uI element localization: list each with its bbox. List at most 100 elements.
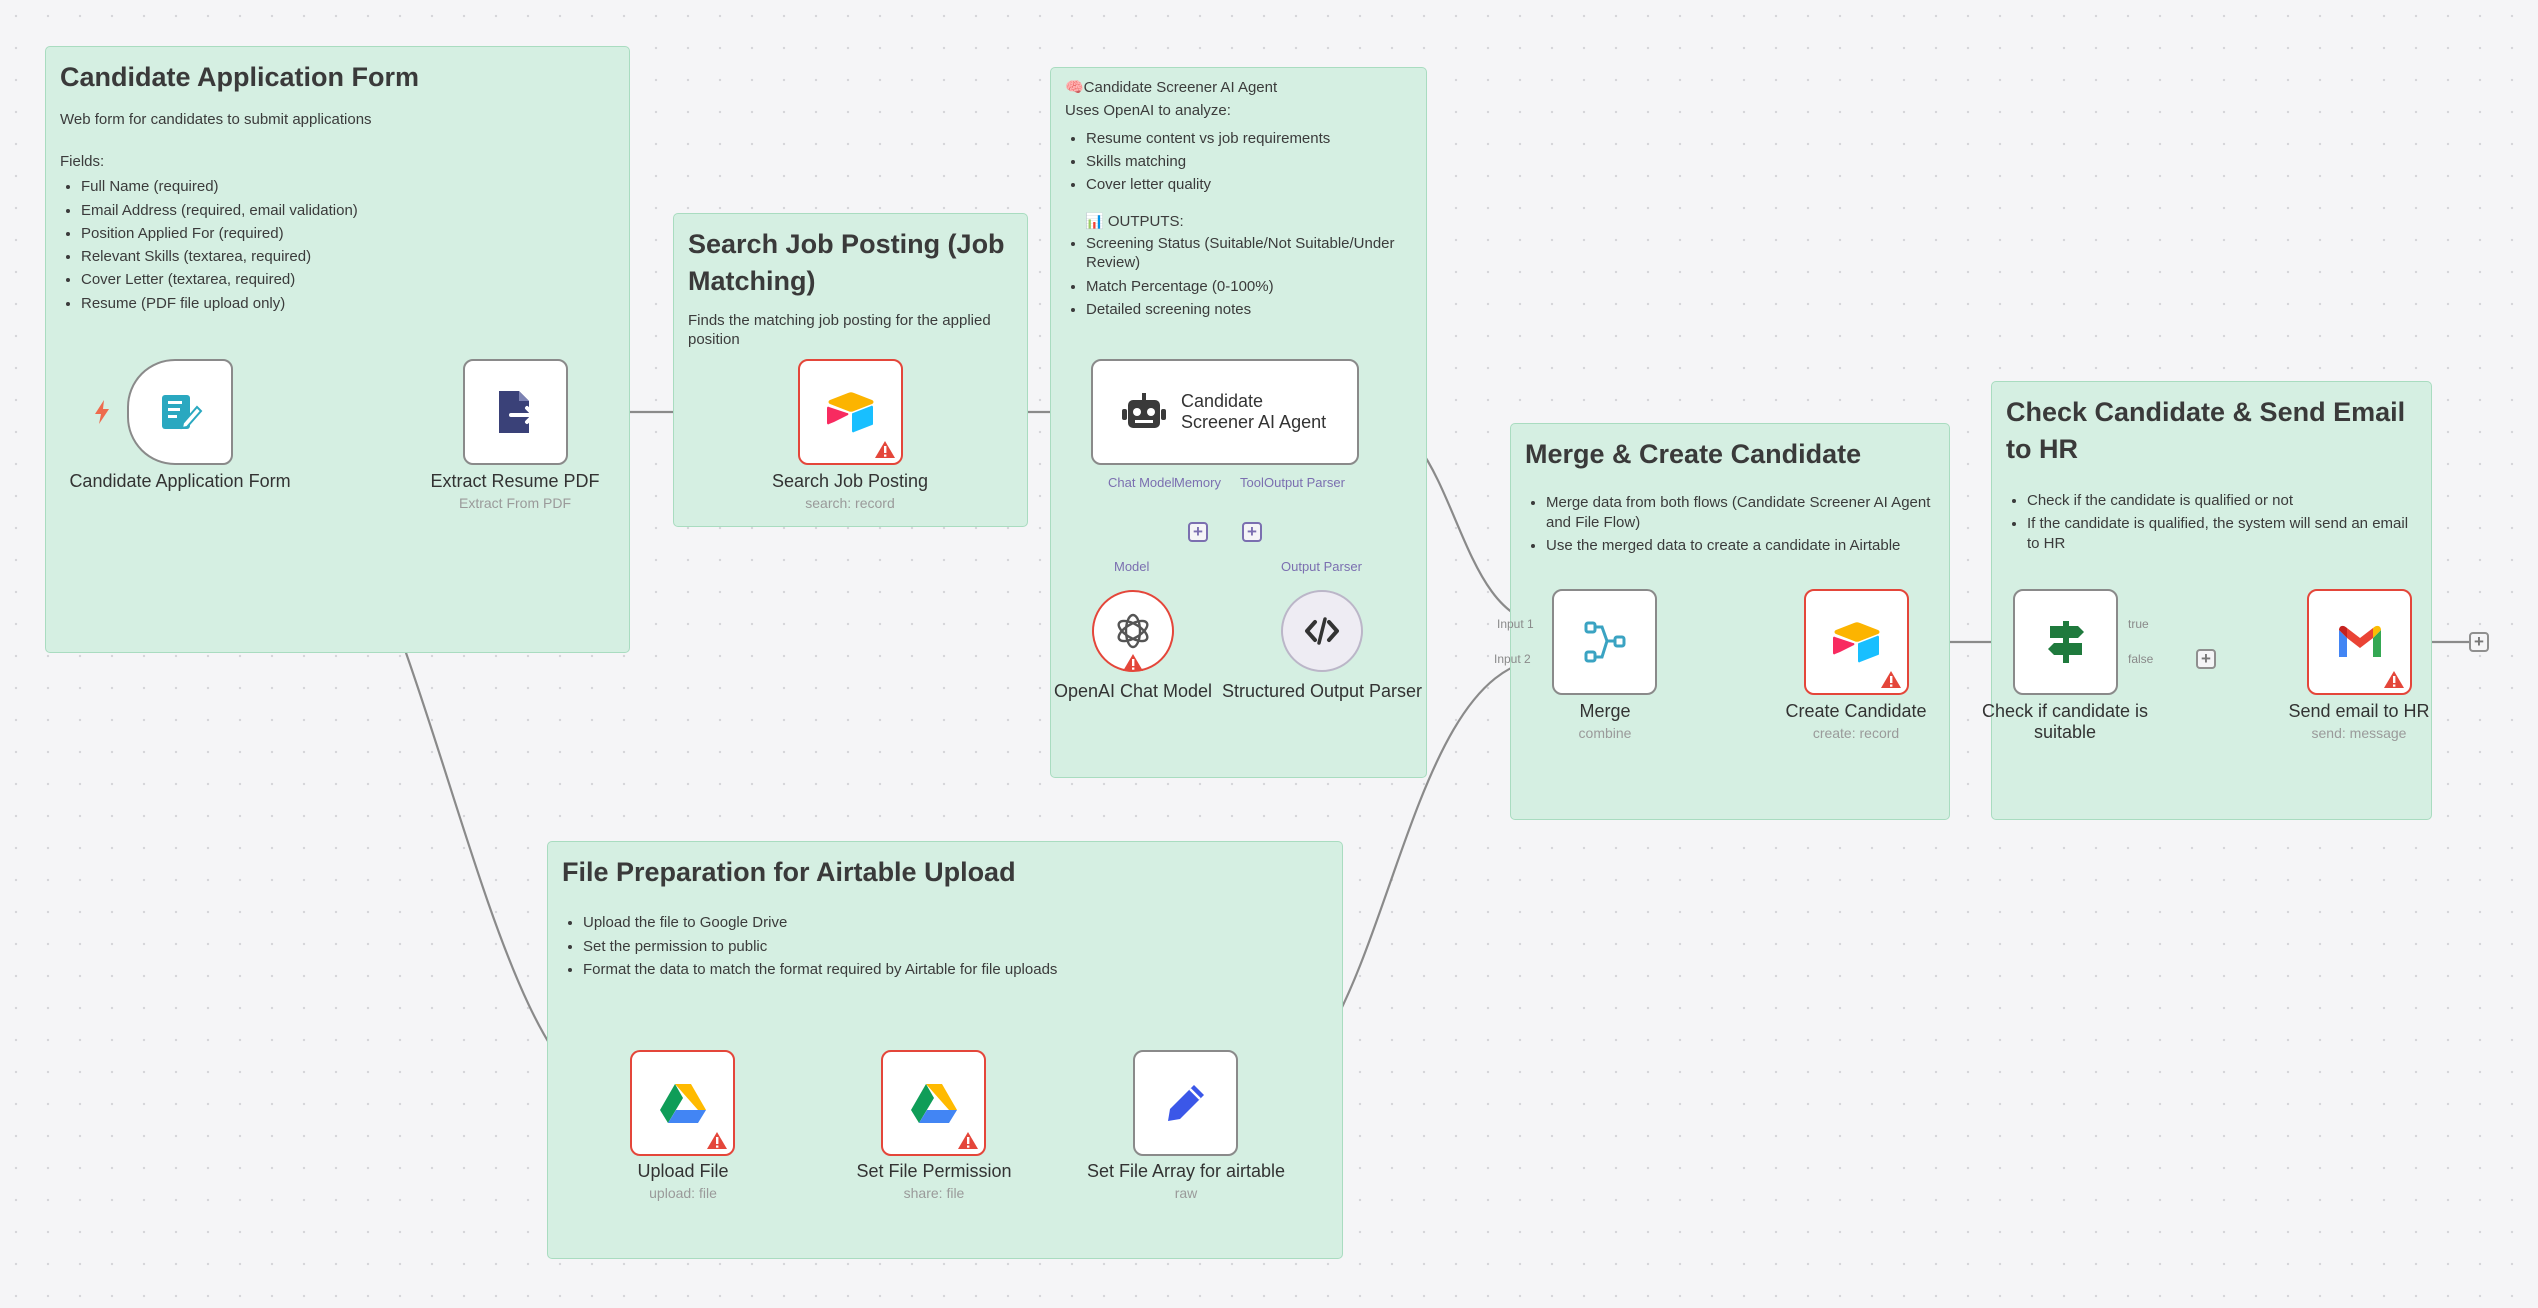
list-item: Full Name (required) — [81, 175, 615, 198]
node-subtitle: Extract From PDF — [458, 495, 571, 511]
add-node-false-button[interactable]: + — [2196, 649, 2216, 669]
port-model: Model — [1114, 559, 1150, 574]
note-check-list: Check if the candidate is qualified or n… — [2006, 491, 2417, 554]
port-output-parser: Output Parser — [1264, 475, 1345, 490]
node-openai-chat-model[interactable] — [1092, 590, 1174, 672]
add-memory-button[interactable]: + — [1188, 522, 1208, 542]
node-label: Check if candidate is suitable — [1981, 701, 2149, 742]
node-label: Send email to HR — [2288, 701, 2430, 721]
node-extract-resume-pdf[interactable] — [463, 359, 568, 465]
node-label: Set File Array for airtable — [1086, 1161, 1286, 1181]
file-export-icon — [498, 391, 536, 433]
merge-icon — [1584, 621, 1625, 663]
port-true: true — [2128, 617, 2149, 631]
robot-icon — [1122, 393, 1166, 428]
node-label: Search Job Posting — [771, 471, 929, 491]
node-label: Set File Permission — [856, 1161, 1012, 1181]
note-field-list: Full Name (required) Email Address (requ… — [60, 175, 615, 315]
list-item: Cover letter quality — [1086, 173, 1412, 196]
list-item: If the candidate is qualified, the syste… — [2027, 514, 2417, 553]
port-false: false — [2128, 652, 2154, 666]
add-tool-button[interactable]: + — [1242, 522, 1262, 542]
node-label: Create Candidate — [1785, 701, 1927, 721]
node-label: Upload File — [637, 1161, 729, 1181]
port-memory: Memory — [1174, 475, 1221, 490]
port-chat-model: Chat Model — [1108, 475, 1175, 490]
google-drive-icon — [910, 1084, 957, 1123]
note-title: Candidate Application Form — [60, 62, 420, 92]
airtable-icon — [1832, 622, 1879, 663]
node-merge[interactable] — [1552, 589, 1657, 695]
pencil-icon — [1167, 1085, 1204, 1121]
warning-icon[interactable] — [706, 1131, 728, 1150]
list-item: Cover Letter (textarea, required) — [81, 268, 615, 291]
warning-icon[interactable] — [1122, 653, 1144, 672]
note-analyze-list: Resume content vs job requirements Skill… — [1065, 127, 1412, 197]
node-label: Extract Resume PDF — [430, 471, 600, 491]
airtable-icon — [826, 392, 873, 433]
list-item: Format the data to match the format requ… — [583, 958, 1328, 981]
list-item: Resume (PDF file upload only) — [81, 292, 615, 315]
google-drive-icon — [659, 1084, 706, 1123]
note-outputs-label: 📊 OUTPUTS: — [1085, 213, 1184, 231]
node-check-if-candidate-suitable[interactable] — [2013, 589, 2118, 695]
note-description: Finds the matching job posting for the a… — [688, 311, 991, 349]
node-subtitle: upload: file — [649, 1185, 717, 1201]
warning-icon[interactable] — [957, 1131, 979, 1150]
node-candidate-screener-ai-agent[interactable]: Candidate Screener AI Agent — [1091, 359, 1359, 465]
note-title: Merge & Create Candidate — [1525, 439, 1862, 469]
code-icon — [1305, 617, 1339, 645]
note-title: 🧠Candidate Screener AI Agent — [1065, 79, 1278, 96]
node-subtitle: raw — [1174, 1185, 1198, 1201]
warning-icon[interactable] — [1880, 670, 1902, 689]
node-label: OpenAI Chat Model — [1053, 681, 1213, 701]
list-item: Relevant Skills (textarea, required) — [81, 245, 615, 268]
list-item: Position Applied For (required) — [81, 222, 615, 245]
note-title: File Preparation for Airtable Upload — [562, 857, 1016, 887]
port-input-2: Input 2 — [1494, 652, 1531, 666]
node-subtitle: send: message — [2311, 725, 2407, 741]
list-item: Set the permission to public — [583, 935, 1328, 958]
list-item: Email Address (required, email validatio… — [81, 199, 615, 222]
warning-icon[interactable] — [2383, 670, 2405, 689]
trigger-bolt-icon — [95, 400, 109, 424]
port-tool: Tool — [1240, 475, 1264, 490]
list-item: Upload the file to Google Drive — [583, 911, 1328, 934]
add-node-button[interactable]: + — [2469, 632, 2489, 652]
note-candidate-application-form[interactable]: Candidate Application Form Web form for … — [45, 46, 630, 653]
list-item: Resume content vs job requirements — [1086, 127, 1412, 150]
node-create-candidate[interactable] — [1804, 589, 1909, 695]
list-item: Use the merged data to create a candidat… — [1546, 536, 1935, 556]
node-label: Candidate Application Form — [69, 471, 291, 491]
note-title: Search Job Posting (Job Matching) — [688, 229, 1005, 297]
node-send-email-to-hr[interactable] — [2307, 589, 2412, 695]
note-description: Web form for candidates to submit applic… — [60, 111, 372, 129]
gmail-icon — [2338, 625, 2381, 657]
node-structured-output-parser[interactable] — [1281, 590, 1363, 672]
node-candidate-application-form[interactable] — [127, 359, 233, 465]
node-subtitle: create: record — [1812, 725, 1900, 741]
node-set-file-permission[interactable] — [881, 1050, 986, 1156]
node-subtitle: combine — [1578, 725, 1632, 741]
node-set-file-array[interactable] — [1133, 1050, 1238, 1156]
port-input-1: Input 1 — [1497, 617, 1534, 631]
note-file-list: Upload the file to Google Drive Set the … — [562, 911, 1328, 981]
list-item: Skills matching — [1086, 150, 1412, 173]
node-search-job-posting[interactable] — [798, 359, 903, 465]
port-output-parser-in: Output Parser — [1281, 559, 1362, 574]
list-item: Check if the candidate is qualified or n… — [2027, 491, 2417, 511]
list-item: Merge data from both flows (Candidate Sc… — [1546, 493, 1935, 532]
node-subtitle: share: file — [903, 1185, 965, 1201]
note-title: Check Candidate & Send Email to HR — [2006, 397, 2406, 465]
note-outputs-list: Screening Status (Suitable/Not Suitable/… — [1065, 234, 1412, 320]
note-intro: Uses OpenAI to analyze: — [1065, 102, 1231, 120]
warning-icon[interactable] — [874, 440, 896, 459]
list-item: Detailed screening notes — [1086, 300, 1412, 320]
node-label: Merge — [1579, 701, 1631, 721]
node-upload-file[interactable] — [630, 1050, 735, 1156]
openai-icon — [1117, 613, 1149, 649]
list-item: Match Percentage (0-100%) — [1086, 277, 1412, 297]
list-item: Screening Status (Suitable/Not Suitable/… — [1086, 234, 1412, 273]
note-merge-list: Merge data from both flows (Candidate Sc… — [1525, 493, 1935, 556]
node-label: Candidate Screener AI Agent — [1181, 390, 1327, 432]
